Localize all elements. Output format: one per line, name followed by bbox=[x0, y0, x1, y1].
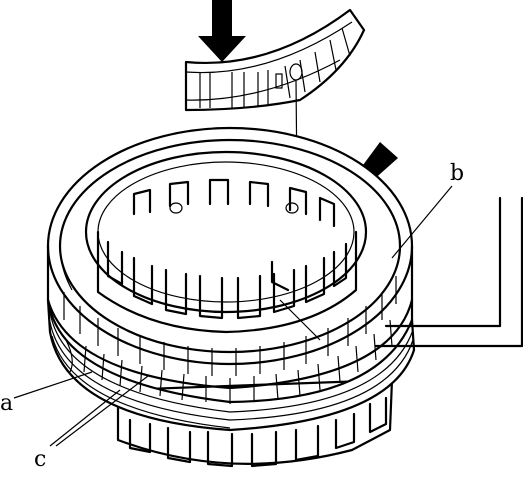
label-a: a bbox=[0, 391, 13, 416]
leader-line-a bbox=[13, 371, 93, 399]
clutch-assembly bbox=[46, 126, 416, 468]
leader-lines bbox=[13, 185, 453, 447]
reference-bracket bbox=[374, 196, 523, 348]
down-arrow-icon bbox=[198, 0, 246, 62]
label-c: c bbox=[34, 447, 46, 472]
leader-line-b bbox=[391, 185, 453, 259]
snap-ring-segment bbox=[184, 8, 366, 112]
leader-line-c2 bbox=[55, 375, 149, 447]
leader-line-c1 bbox=[49, 389, 121, 447]
label-b: b bbox=[450, 161, 464, 186]
